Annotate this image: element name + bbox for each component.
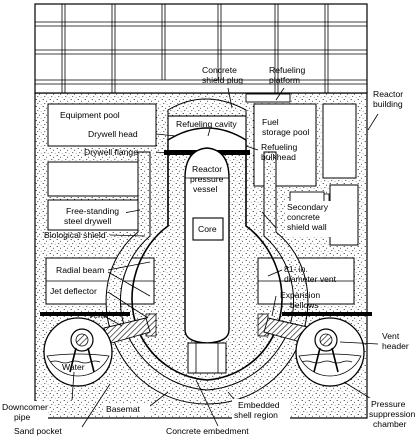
- drywell-head: [167, 127, 247, 153]
- label-jet-deflector: Jet deflector: [50, 286, 97, 296]
- label-radial-beam: Radial beam: [56, 265, 104, 275]
- label-pressure-1: Pressure: [371, 399, 406, 409]
- label-concrete-shield-plug-2: shield plug: [202, 75, 243, 85]
- label-vent-header-1: Vent: [382, 331, 400, 341]
- label-rpv-2: pressure: [190, 174, 224, 184]
- label-vent-diameter-2: diameter vent: [284, 274, 337, 284]
- pressure-vessel: [184, 147, 230, 344]
- label-core: Core: [198, 224, 217, 234]
- label-vent-diameter-1: 81- in.: [284, 264, 308, 274]
- label-vent-header-2: header: [382, 341, 409, 351]
- torus-pit-left: [40, 312, 130, 316]
- label-secondary-3: shield wall: [287, 222, 327, 232]
- label-biological-shield: Biological shield: [44, 230, 106, 240]
- label-pressure-2: suppression: [369, 409, 415, 419]
- label-secondary-1: Secondary: [287, 202, 329, 212]
- label-drywell-flange: Drywell flange: [84, 147, 138, 157]
- label-drywell-1: Free-standing: [66, 206, 119, 216]
- left-room-upper: [47, 161, 149, 197]
- core-box: [192, 217, 224, 241]
- torus-pit-right: [282, 312, 372, 316]
- label-downcomer-2: pipe: [14, 412, 30, 422]
- label-embedded-2: shell region: [234, 410, 278, 420]
- label-fuel-storage-2: storage pool: [262, 127, 309, 137]
- right-room-mid: [329, 184, 359, 246]
- svg-text:81- in.diameter vent: 81- in.diameter vent: [284, 264, 337, 284]
- refueling-platform-beam: [245, 93, 291, 103]
- label-basemat: Basemat: [106, 404, 141, 414]
- label-reactor-building-2: building: [373, 99, 403, 109]
- label-refueling-bulkhead-1: Refueling: [261, 142, 298, 152]
- label-expansion-1: Expansion: [280, 290, 320, 300]
- label-pressure-3: chamber: [373, 419, 407, 429]
- right-room-upper: [322, 103, 357, 179]
- label-refueling-cavity: Refueling cavity: [176, 119, 237, 129]
- label-equipment-pool: Equipment pool: [60, 110, 120, 120]
- label-expansion-2: bellows: [290, 300, 319, 310]
- label-sand-pocket: Sand pocket: [14, 426, 62, 436]
- label-concrete-shield-plug-1: Concrete: [202, 65, 237, 75]
- label-secondary-2: concrete: [287, 212, 320, 222]
- label-concrete-embedment: Concrete embedment: [166, 426, 249, 436]
- label-drywell-2: steel drywell: [64, 216, 111, 226]
- label-water: Water: [62, 362, 85, 372]
- label-drywell-head: Drywell head: [88, 129, 138, 139]
- label-refueling-platform-1: Refueling: [269, 65, 306, 75]
- suppression-chambers: [40, 312, 372, 387]
- drywell-assembly: [105, 115, 309, 405]
- label-vent: Vent: [88, 310, 106, 320]
- label-reactor-building-1: Reactor: [373, 89, 403, 99]
- label-fuel-storage-1: Fuel: [262, 117, 279, 127]
- steel-drywell: [131, 152, 283, 381]
- rpv-pedestal: [187, 342, 227, 374]
- leader-lines: [71, 87, 379, 428]
- label-refueling-platform-2: platform: [269, 75, 300, 85]
- label-embedded-1: Embedded: [238, 400, 280, 410]
- label-refueling-bulkhead-2: bulkhead: [261, 152, 296, 162]
- secondary-shield-wall: [105, 151, 309, 405]
- equipment-pool: [47, 103, 157, 147]
- label-downcomer-1: Downcomer: [2, 402, 48, 412]
- label-rpv-1: Reactor: [192, 164, 222, 174]
- roof-frame: [34, 3, 368, 94]
- shield-plug: [167, 98, 247, 117]
- label-rpv-3: vessel: [193, 184, 217, 194]
